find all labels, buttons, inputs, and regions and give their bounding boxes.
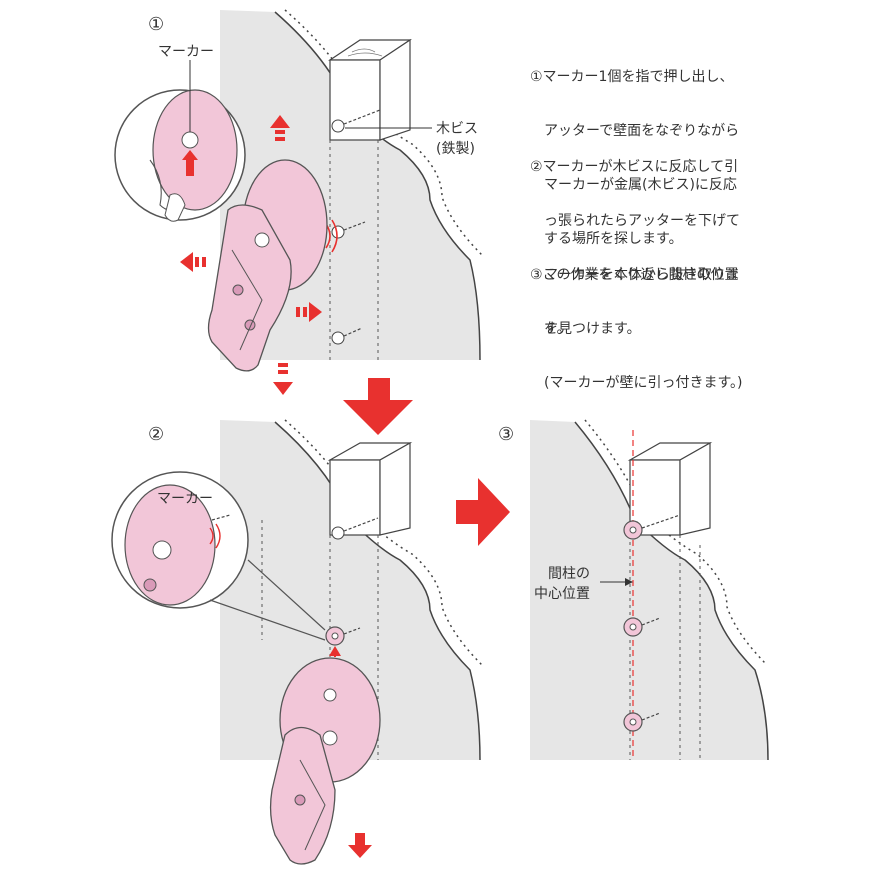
screw-icon: [331, 327, 363, 345]
instruction-line: を見つけます。: [530, 321, 641, 337]
screw-label-line2: (鉄製): [436, 141, 475, 157]
stud-post-panel-3: [627, 441, 713, 536]
marker-on-wall: [325, 626, 361, 646]
big-right-arrow: [456, 478, 510, 546]
screw-icon: [331, 221, 366, 239]
marker-on-wall: [623, 617, 661, 637]
big-down-arrow: [343, 378, 413, 435]
zoom-detail-panel-2: [111, 471, 249, 609]
instruction-line: ①マーカー1個を指で押し出し、: [530, 69, 734, 85]
marker-label-1: マーカー: [158, 44, 214, 60]
instruction-line: する場所を探します。: [530, 231, 683, 247]
move-up-arrow: [270, 115, 290, 141]
stud-center-label-line1: 間柱の: [548, 566, 590, 582]
instruction-line: アッターで壁面をなぞりながら: [530, 123, 740, 139]
stud-center-label-line2: 中心位置: [534, 586, 590, 602]
panel-1: 木ビス (鉄製): [114, 9, 483, 395]
instruction-line: ②マーカーが木ビスに反応して引: [530, 159, 739, 175]
screw-icon: [331, 109, 381, 133]
step-number-2: ②: [148, 424, 164, 445]
instruction-step-1: ①マーカー1個を指で押し出し、 アッターで壁面をなぞりながら マーカーが金属(木…: [530, 32, 739, 266]
move-left-arrow: [180, 252, 206, 272]
stud-post-panel-2: [327, 441, 413, 536]
screw-icon: [331, 517, 379, 540]
step-number-3: ③: [498, 424, 514, 445]
panel-3: 間柱の 中心位置 ③: [498, 419, 769, 761]
marker-on-wall: [623, 514, 681, 540]
screw-label-line1: 木ビス: [436, 121, 478, 137]
instruction-step-2: ②マーカーが木ビスに反応して引 っ張られたらアッターを下げて マーカーを本体から…: [530, 122, 743, 410]
instruction-line: マーカーが金属(木ビス)に反応: [530, 177, 737, 193]
step-number-1: ①: [148, 14, 164, 35]
zoom-detail-panel-1: [114, 89, 246, 222]
move-down-arrow: [273, 363, 293, 395]
instruction-line: マーカーを本体から抜き取りま: [530, 267, 740, 283]
move-right-arrow: [296, 302, 322, 322]
wall-panel-3: [530, 420, 768, 760]
stud-finder-device: [269, 657, 381, 865]
panel-2: ②: [111, 419, 483, 865]
wall-panel-2: [220, 420, 480, 760]
instruction-step-3: ③この作業をくり返し間柱の位置 を見つけます。: [530, 230, 739, 356]
pull-down-arrow: [348, 833, 372, 858]
instruction-line: す。: [530, 321, 571, 337]
marker-label-2: マーカー: [157, 491, 213, 507]
marker-on-wall: [623, 712, 661, 732]
stud-finder-device: [207, 159, 328, 372]
instruction-line: ③この作業をくり返し間柱の位置: [530, 267, 739, 283]
instruction-line: っ張られたらアッターを下げて: [530, 213, 740, 229]
instruction-line: (マーカーが壁に引っ付きます。): [530, 375, 743, 391]
